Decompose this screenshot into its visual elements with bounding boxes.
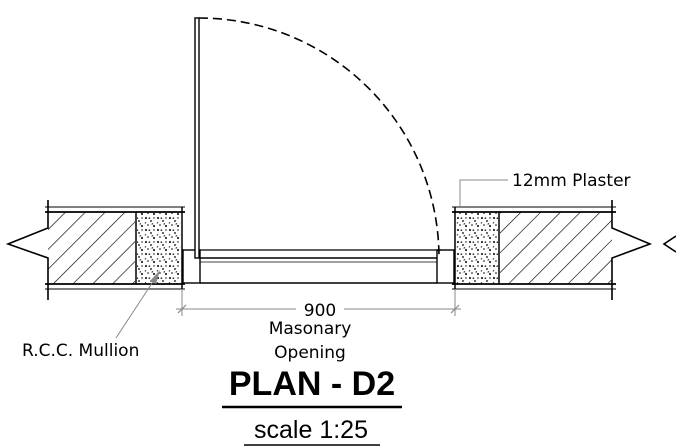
right-frame-jamb: [436, 249, 455, 284]
left-break-symbol: [5, 200, 49, 300]
opening-label-line2: Opening: [274, 343, 346, 363]
right-mullion-fill: [455, 212, 498, 284]
mullion-leader: R.C.C. Mullion: [22, 270, 160, 361]
dimension-text-mask: [296, 298, 344, 320]
door-frame: [182, 249, 455, 284]
left-brick-hatch: [48, 212, 135, 284]
drawing-title-block: PLAN - D2 scale 1:25: [222, 365, 402, 446]
mullion-label: R.C.C. Mullion: [22, 341, 139, 361]
right-break-partial: [662, 235, 676, 253]
door-leaf-panel: [194, 17, 200, 259]
dimension-900: 900: [176, 289, 461, 321]
plaster-leader-line: [459, 179, 508, 207]
drawing-title: PLAN - D2: [229, 365, 395, 403]
plaster-label: 12mm Plaster: [512, 171, 631, 191]
dimension-value: 900: [304, 301, 336, 321]
opening-label-line1: Masonary: [269, 319, 352, 339]
door-leaf: [194, 17, 440, 259]
mullion-leader-arrow: [150, 270, 160, 284]
mullion-leader-line: [115, 273, 159, 339]
dimension-tick-left: [177, 304, 187, 314]
left-frame-jamb: [182, 249, 201, 284]
left-wall: [5, 200, 185, 300]
right-break-symbol: [611, 200, 653, 300]
right-brick-hatch: [500, 212, 612, 284]
drawing-scale: scale 1:25: [254, 416, 368, 444]
plaster-leader: 12mm Plaster: [459, 171, 631, 207]
dimension-tick-right: [450, 304, 460, 314]
right-wall: [452, 200, 676, 300]
door-swing-arc: [198, 17, 440, 259]
